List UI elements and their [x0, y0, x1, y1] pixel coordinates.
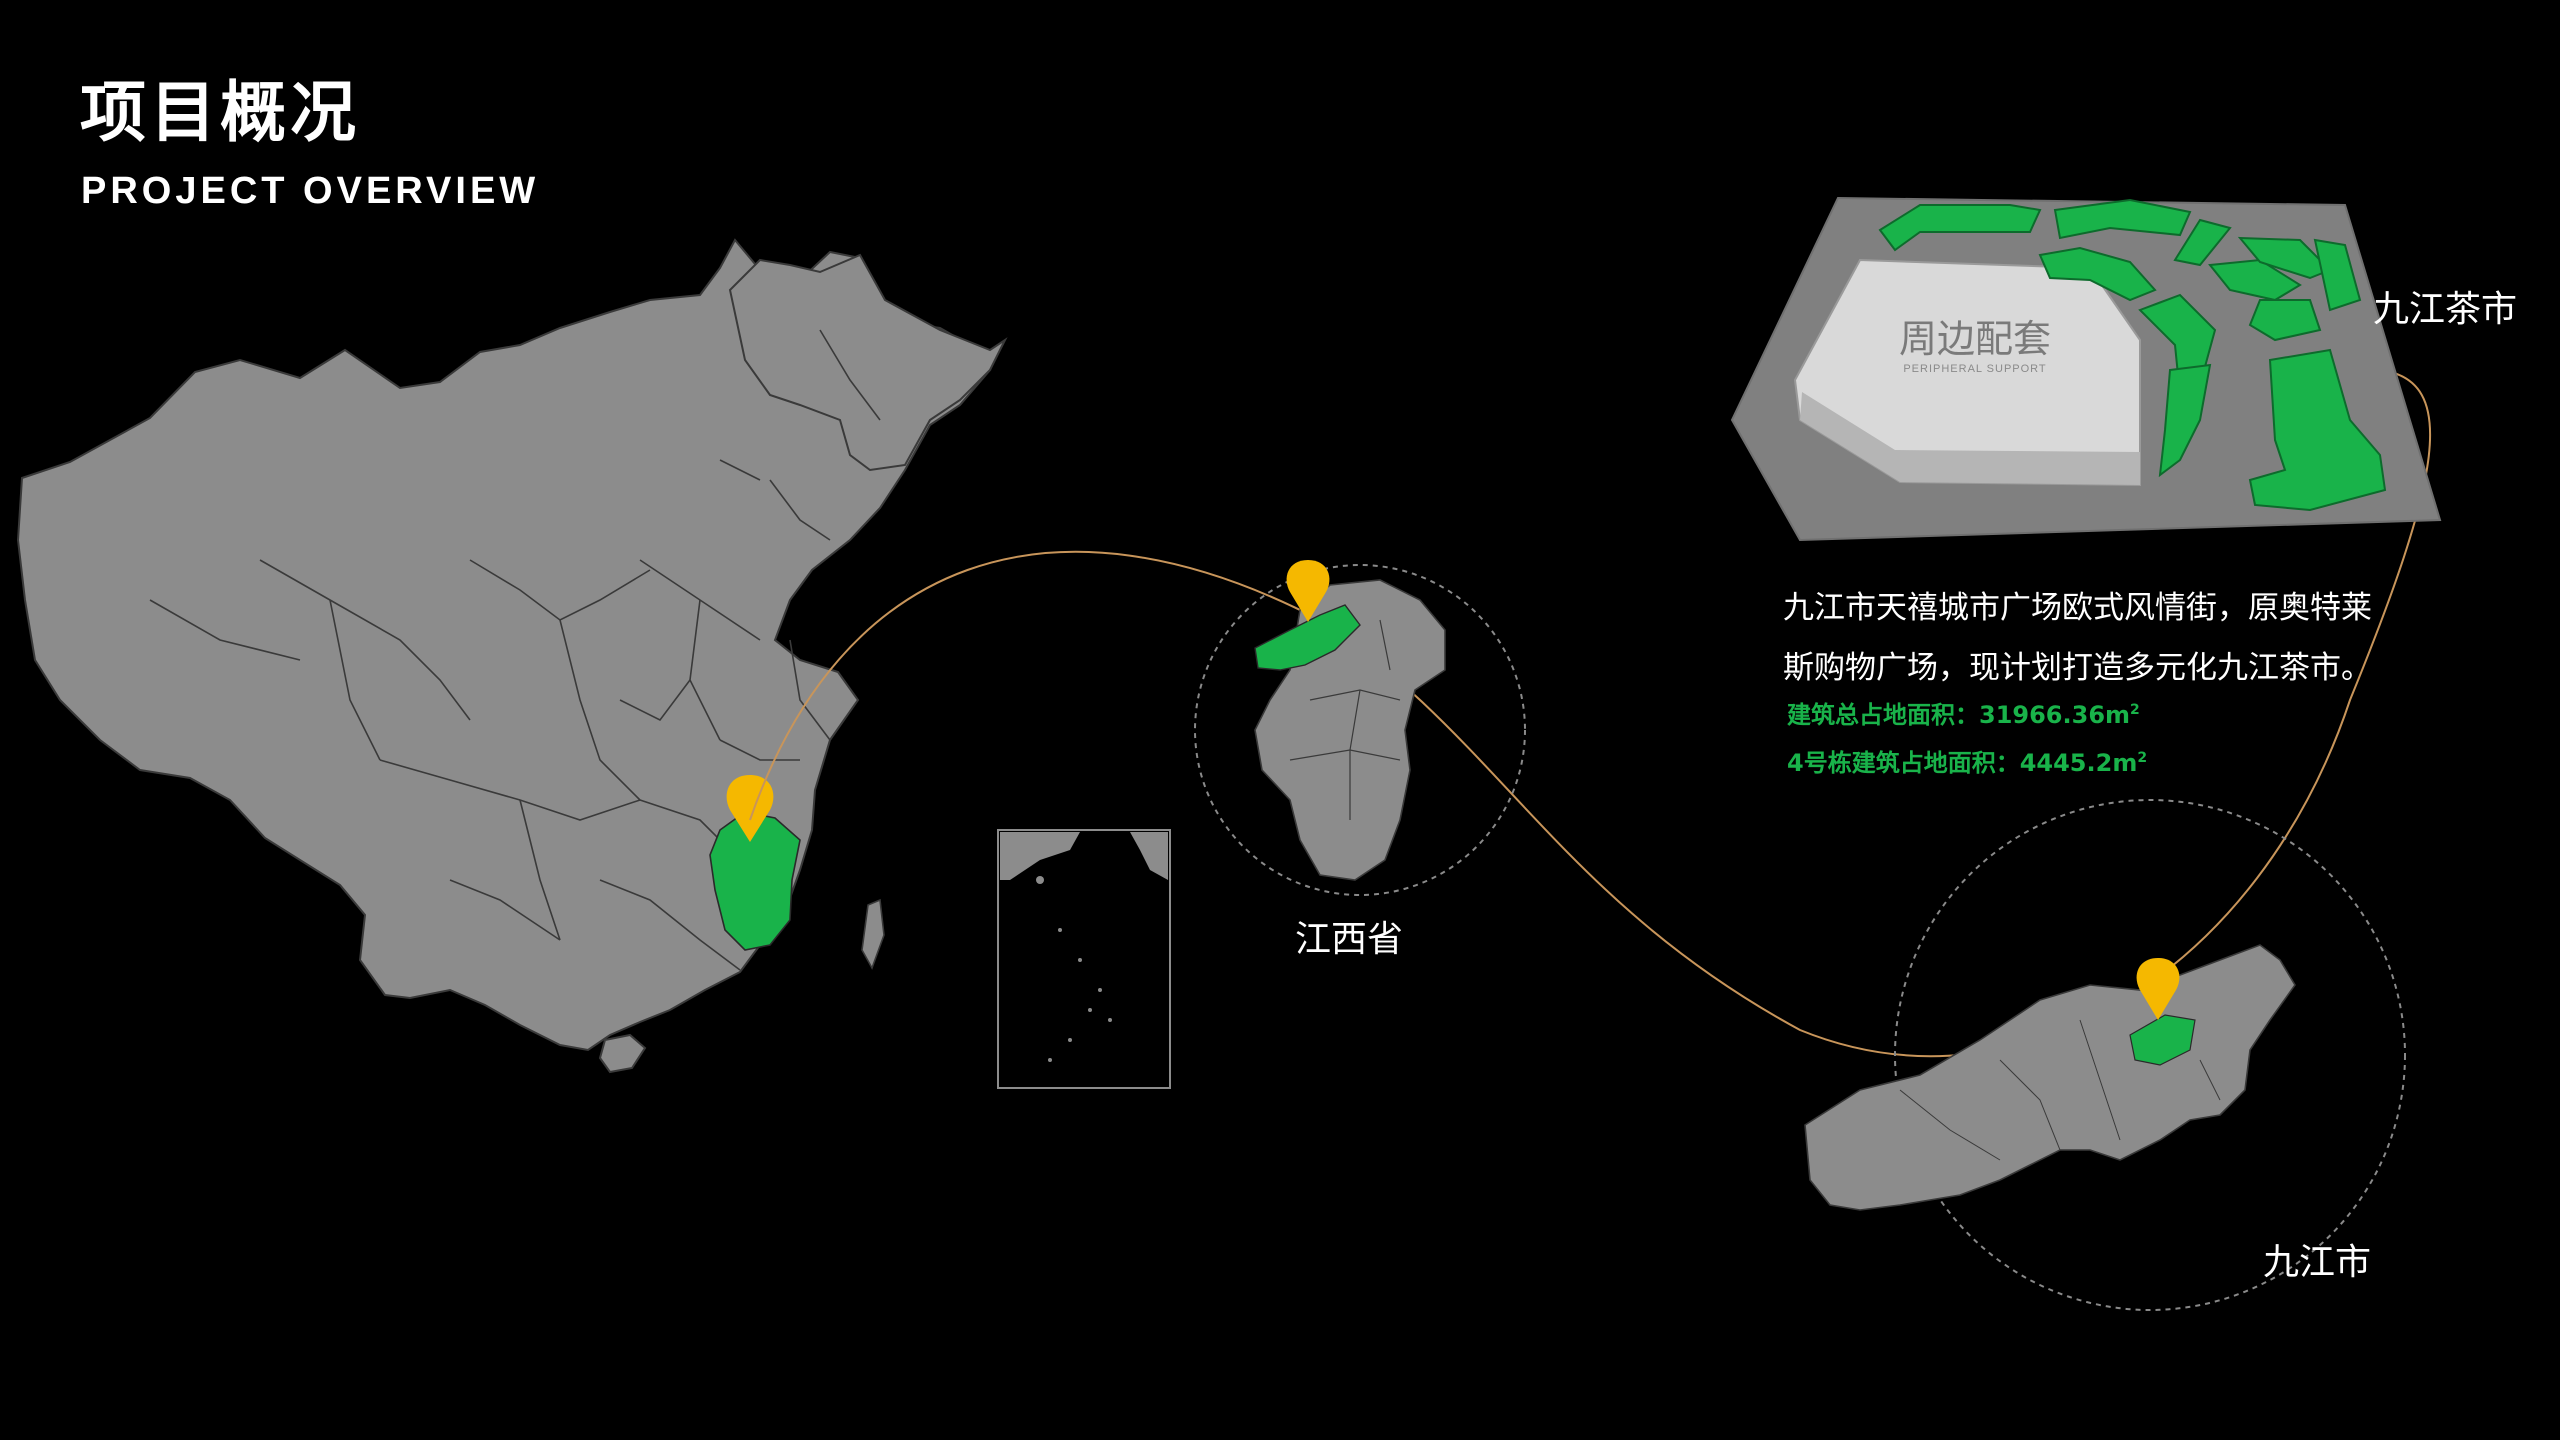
stat-building-4-area: 4号栋建筑占地面积：4445.2m2 — [1787, 743, 2147, 778]
building-label-en: PERIPHERAL SUPPORT — [1903, 363, 2046, 375]
stat-total-area: 建筑总占地面积：31966.36m2 — [1787, 695, 2140, 730]
stat-total-area-label: 建筑总占地面积： — [1787, 701, 1979, 729]
northeast-region — [728, 253, 1008, 472]
taiwan-island — [861, 898, 885, 970]
stat-building-4-label: 4号栋建筑占地面积： — [1787, 749, 2020, 777]
page-title: 项目概况 — [80, 74, 360, 151]
description-line-1: 九江市天禧城市广场欧式风情街，原奥特莱 — [1783, 590, 2372, 626]
project-description: 九江市天禧城市广场欧式风情街，原奥特莱 斯购物广场，现计划打造多元化九江茶市。 — [1783, 578, 2463, 698]
china-map — [16, 238, 1008, 1074]
page-subtitle: PROJECT OVERVIEW — [81, 170, 540, 212]
jiujiang-city-zoom — [1804, 799, 2406, 1311]
stat-total-area-value: 31966.36m — [1979, 701, 2131, 729]
building-label-cn: 周边配套 — [1899, 317, 2051, 361]
stat-building-4-unit: 2 — [2137, 750, 2148, 766]
south-china-sea-inset — [997, 829, 1171, 1089]
province-label: 江西省 — [1295, 919, 1404, 960]
jiangxi-highlight — [709, 811, 801, 951]
hainan-island — [598, 1033, 647, 1074]
location-pin-icon — [2136, 958, 2180, 1020]
city-label: 九江市 — [2263, 1242, 2372, 1283]
location-pin-icon — [726, 775, 774, 842]
site-aerial-model: 周边配套 PERIPHERAL SUPPORT — [1730, 196, 2442, 542]
province-borders — [149, 329, 881, 971]
stat-total-area-unit: 2 — [2130, 702, 2140, 718]
connection-curve — [749, 369, 2432, 1058]
jiangxi-province-zoom — [1194, 560, 1526, 896]
location-pin-icon — [1286, 560, 1330, 622]
stat-building-4-value: 4445.2m — [2019, 749, 2138, 777]
site-label: 九江茶市 — [2373, 289, 2518, 330]
description-line-2: 斯购物广场，现计划打造多元化九江茶市。 — [1783, 650, 2372, 686]
